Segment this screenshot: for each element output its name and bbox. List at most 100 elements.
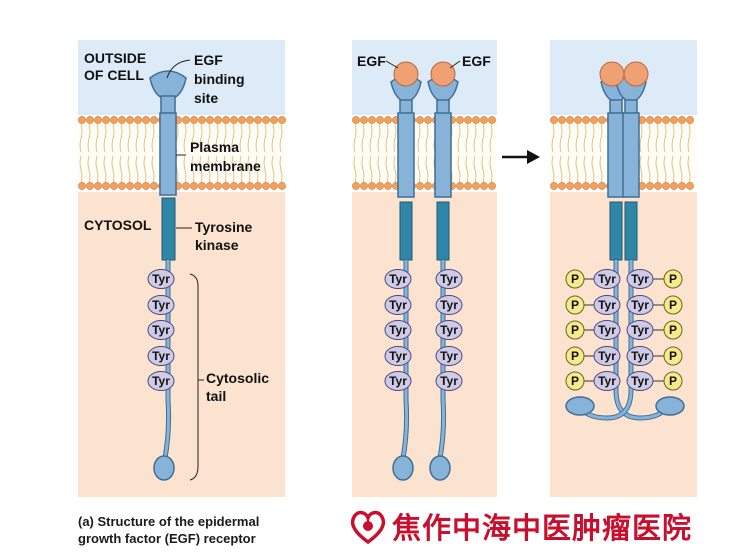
lipid-tail bbox=[361, 155, 365, 185]
phosphate-circle bbox=[663, 295, 683, 315]
lipid-head bbox=[424, 182, 432, 190]
lipid-tail bbox=[559, 123, 563, 153]
phosphate-label: P bbox=[571, 374, 579, 388]
egf-ligand bbox=[430, 61, 456, 87]
cytosolic-tail-label: Cytosolic tail bbox=[206, 370, 273, 404]
lipid-head bbox=[360, 182, 368, 190]
lipid-head bbox=[352, 182, 360, 190]
phosphate-group: P bbox=[565, 371, 585, 391]
phosphate-circle bbox=[663, 320, 683, 340]
lipid-tail bbox=[135, 155, 139, 185]
tyrosine-kinase-domain bbox=[609, 201, 623, 261]
lipid-head bbox=[230, 116, 238, 124]
lipid-tail bbox=[567, 155, 571, 185]
lipid-head bbox=[598, 116, 606, 124]
lipid-head bbox=[190, 116, 198, 124]
lipid-tail bbox=[647, 123, 651, 153]
lipid-tail bbox=[385, 155, 389, 185]
tyr-residue: Tyr bbox=[626, 346, 654, 366]
tyr-oval bbox=[384, 295, 412, 315]
lipid-head bbox=[360, 116, 368, 124]
cytosolic-tail-core bbox=[438, 260, 446, 459]
lipid-tail bbox=[143, 155, 147, 185]
membrane-panel-1 bbox=[78, 116, 286, 190]
tyr-label: Tyr bbox=[440, 272, 458, 286]
lipid-head bbox=[102, 182, 110, 190]
lipid-head bbox=[278, 182, 286, 190]
lipid-tail bbox=[183, 155, 187, 185]
lipid-tail bbox=[559, 155, 563, 185]
lipid-head bbox=[590, 182, 598, 190]
lipid-head bbox=[456, 182, 464, 190]
tyr-label: Tyr bbox=[598, 349, 616, 363]
lipid-tail bbox=[377, 155, 381, 185]
tyr-label: Tyr bbox=[389, 349, 407, 363]
phosphate-group: P bbox=[663, 371, 683, 391]
tyrosine-kinase-domain bbox=[624, 201, 638, 261]
tyr-residue: Tyr bbox=[384, 346, 412, 366]
tail-end-knob bbox=[153, 455, 175, 481]
lipid-head bbox=[488, 116, 496, 124]
receptor-neck bbox=[436, 99, 450, 115]
phosphate-circle bbox=[565, 269, 585, 289]
phosphate-group: P bbox=[565, 320, 585, 340]
tyr-oval bbox=[147, 269, 175, 289]
lipid-head bbox=[254, 182, 262, 190]
lipid-head bbox=[246, 182, 254, 190]
lipid-head bbox=[352, 116, 360, 124]
panel-c-background bbox=[550, 40, 697, 497]
lipid-tail bbox=[591, 155, 595, 185]
lipid-tail bbox=[551, 155, 555, 185]
lipid-tail bbox=[481, 123, 485, 153]
tyr-residue: Tyr bbox=[593, 320, 621, 340]
lipid-head bbox=[150, 182, 158, 190]
panel-b-receptors bbox=[390, 61, 459, 481]
lipid-head bbox=[190, 182, 198, 190]
tyr-oval bbox=[593, 269, 621, 289]
lipid-tail bbox=[599, 123, 603, 153]
tyr-residue: Tyr bbox=[435, 295, 463, 315]
tyr-oval bbox=[147, 346, 175, 366]
egf-binding-site-label: EGF binding site bbox=[194, 52, 248, 106]
tyr-label: Tyr bbox=[631, 272, 649, 286]
lipid-tail bbox=[567, 123, 571, 153]
tyr-label: Tyr bbox=[152, 298, 170, 312]
panel-a-receptor bbox=[149, 70, 187, 481]
lipid-tail bbox=[191, 123, 195, 153]
lipid-tail bbox=[583, 123, 587, 153]
lipid-head bbox=[472, 116, 480, 124]
phosphate-group: P bbox=[663, 269, 683, 289]
phosphate-group: P bbox=[565, 295, 585, 315]
tyr-label: Tyr bbox=[440, 323, 458, 337]
transmembrane-segment bbox=[434, 112, 452, 198]
lipid-head bbox=[142, 182, 150, 190]
tail-end-knob bbox=[429, 455, 451, 481]
lipid-tail bbox=[417, 123, 421, 153]
lipid-tail bbox=[127, 155, 131, 185]
lipid-tail bbox=[247, 123, 251, 153]
panel-b-receptor-2 bbox=[427, 61, 459, 481]
lipid-tail bbox=[639, 155, 643, 185]
lipid-tail bbox=[663, 123, 667, 153]
lipid-tail bbox=[655, 155, 659, 185]
tyr-oval bbox=[147, 371, 175, 391]
lipid-head bbox=[134, 116, 142, 124]
lipid-tail bbox=[127, 123, 131, 153]
tyr-oval bbox=[435, 346, 463, 366]
lipid-tail bbox=[393, 155, 397, 185]
lipid-tail bbox=[223, 155, 227, 185]
tyr-residue: Tyr bbox=[147, 295, 175, 315]
tyr-oval bbox=[626, 346, 654, 366]
lipid-tail bbox=[647, 155, 651, 185]
tyr-residue: Tyr bbox=[626, 320, 654, 340]
lipid-head bbox=[230, 182, 238, 190]
lipid-head bbox=[278, 116, 286, 124]
tyrosine-kinase-label: Tyrosine kinase bbox=[195, 219, 256, 253]
tyr-residue: Tyr bbox=[435, 320, 463, 340]
lipid-tail bbox=[353, 155, 357, 185]
tyr-oval bbox=[626, 320, 654, 340]
phosphate-label: P bbox=[571, 298, 579, 312]
lipid-head bbox=[384, 182, 392, 190]
tyr-oval bbox=[384, 346, 412, 366]
